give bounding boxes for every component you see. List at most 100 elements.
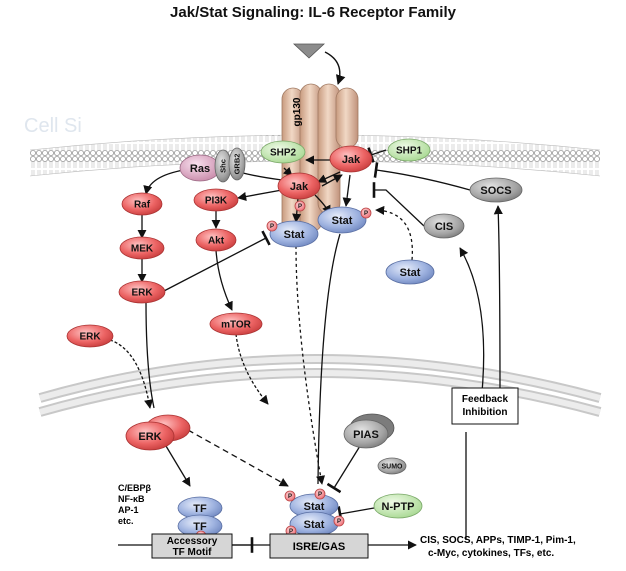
arrow-erk-nucleus xyxy=(109,339,154,409)
feedback-arrow-socs xyxy=(493,205,503,395)
phospho-label: P xyxy=(318,492,322,498)
tf-list-item: C/EBPβ xyxy=(118,483,152,493)
phospho-marker xyxy=(266,220,278,232)
tf-top-node-label: TF xyxy=(193,503,207,515)
feedback-inhibition-box: Feedback Inhibition xyxy=(451,387,519,425)
sumo-node xyxy=(377,457,407,475)
erk-node-free-label: ERK xyxy=(79,332,101,343)
pias-node xyxy=(343,419,389,449)
phospho-marker xyxy=(284,490,296,502)
arrow-stat-nucleus xyxy=(295,245,326,485)
tf-list: C/EBPβ NF-κB AP-1 etc. xyxy=(118,483,152,526)
arrow-mtor-nucleus xyxy=(235,333,269,405)
pi3k-node xyxy=(193,188,239,212)
isre-gas-label: ISRE/GAS xyxy=(293,541,346,553)
feedback-line-1: Feedback xyxy=(462,394,509,405)
stat-dimer-top-node-label: Stat xyxy=(304,501,325,513)
jak-top-node-label: Jak xyxy=(342,154,361,166)
accessory-line-1: Accessory xyxy=(167,536,218,547)
pias-node-label: PIAS xyxy=(353,429,379,441)
phospho-marker xyxy=(333,515,345,527)
inhibit-shp1-jak xyxy=(367,147,387,163)
shp2-node xyxy=(260,140,306,164)
mtor-node xyxy=(209,312,263,336)
arrow-jak-stat2 xyxy=(342,174,352,207)
inhibit-socs-jak xyxy=(373,162,471,191)
grb2-node xyxy=(228,147,246,181)
phospho-label: P xyxy=(289,529,293,535)
tf-bottom-node-label: TF xyxy=(193,521,207,533)
phospho-label: P xyxy=(337,519,341,525)
inhibit-nptp-stat xyxy=(337,506,375,522)
ligand-triangle xyxy=(292,43,326,59)
accessory-line-2: TF Motif xyxy=(173,547,213,558)
mek-node-label: MEK xyxy=(131,244,154,255)
erk-nucleus-node xyxy=(125,421,175,451)
arrow-akt-mtor xyxy=(215,249,233,311)
stat-node-1 xyxy=(269,220,319,248)
arrow-jak-jak-2 xyxy=(321,174,343,187)
inhibit-cis-receptor xyxy=(372,182,425,227)
shp2-node-label: SHP2 xyxy=(270,148,297,159)
tf-list-item: etc. xyxy=(118,516,134,526)
akt-node xyxy=(195,228,237,252)
raf-node-label: Raf xyxy=(134,200,151,211)
shp1-node-label: SHP1 xyxy=(396,146,423,157)
nuclear-membrane xyxy=(38,354,602,417)
arrow-jak-jak xyxy=(317,171,341,183)
socs-node-label: SOCS xyxy=(480,185,511,197)
feedback-arrow-cis xyxy=(459,247,485,393)
shc-node-label: Shc xyxy=(219,159,228,173)
jak-top-node xyxy=(329,145,373,173)
socs-node xyxy=(469,177,523,203)
phospho-marker xyxy=(360,207,372,219)
erk-node-cyto xyxy=(118,280,166,304)
arrow-erk-tf xyxy=(165,445,191,487)
stat-dimer-bottom-node-label: Stat xyxy=(304,519,325,531)
arrow-erk-statdimer xyxy=(187,429,289,487)
line-stat2-nucleus xyxy=(317,233,341,485)
pi3k-node-label: PI3K xyxy=(205,196,228,207)
inhibit-pias-stat xyxy=(326,445,361,494)
inhibit-erk-stat xyxy=(161,230,271,293)
line-erk-down xyxy=(145,301,155,409)
erk-node-free xyxy=(66,324,114,348)
arrow-jak-pi3k xyxy=(237,189,283,202)
mek-node xyxy=(119,236,165,260)
cis-node xyxy=(423,213,465,239)
phospho-label: P xyxy=(288,494,292,500)
isre-gas-box: ISRE/GAS xyxy=(269,533,369,559)
target-genes-line-2: c-Myc, cytokines, TFs, etc. xyxy=(428,548,554,559)
page-title: Jak/Stat Signaling: IL-6 Receptor Family xyxy=(170,4,457,21)
stat-node-2-label: Stat xyxy=(332,215,353,227)
tf-list-item: AP-1 xyxy=(118,505,139,515)
phospho-label: P xyxy=(364,211,368,217)
phospho-label: P xyxy=(270,224,274,230)
target-genes-line-1: CIS, SOCS, APPs, TIMP-1, Pim-1, xyxy=(420,535,576,546)
grb2-node-label: GRB2 xyxy=(233,154,242,175)
n-ptp-node-label: N-PTP xyxy=(382,501,415,513)
jak-mid-node xyxy=(277,172,321,200)
ras-node-label: Ras xyxy=(190,163,210,175)
stat-node-3-label: Stat xyxy=(400,267,421,279)
gp130-label: gp130 xyxy=(292,97,303,126)
n-ptp-node xyxy=(373,493,423,519)
feedback-line-2: Inhibition xyxy=(463,407,508,418)
jak-mid-node-label: Jak xyxy=(290,181,309,193)
arrow-stat3-recruit xyxy=(375,205,413,261)
stat-node-3 xyxy=(385,259,435,285)
accessory-tf-motif-box: Accessory TF Motif xyxy=(151,533,233,559)
phospho-marker xyxy=(314,488,326,500)
cis-node-label: CIS xyxy=(435,221,453,233)
shp1-node xyxy=(387,138,431,162)
target-genes: CIS, SOCS, APPs, TIMP-1, Pim-1, c-Myc, c… xyxy=(420,535,576,559)
raf-node xyxy=(121,192,163,216)
akt-node-label: Akt xyxy=(208,236,225,247)
stat-node-2 xyxy=(317,206,367,234)
sumo-node-label: SUMO xyxy=(382,464,404,471)
phospho-marker xyxy=(294,200,306,212)
tf-list-item: NF-κB xyxy=(118,494,145,504)
phospho-label: P xyxy=(298,204,302,210)
mtor-node-label: mTOR xyxy=(221,320,252,331)
